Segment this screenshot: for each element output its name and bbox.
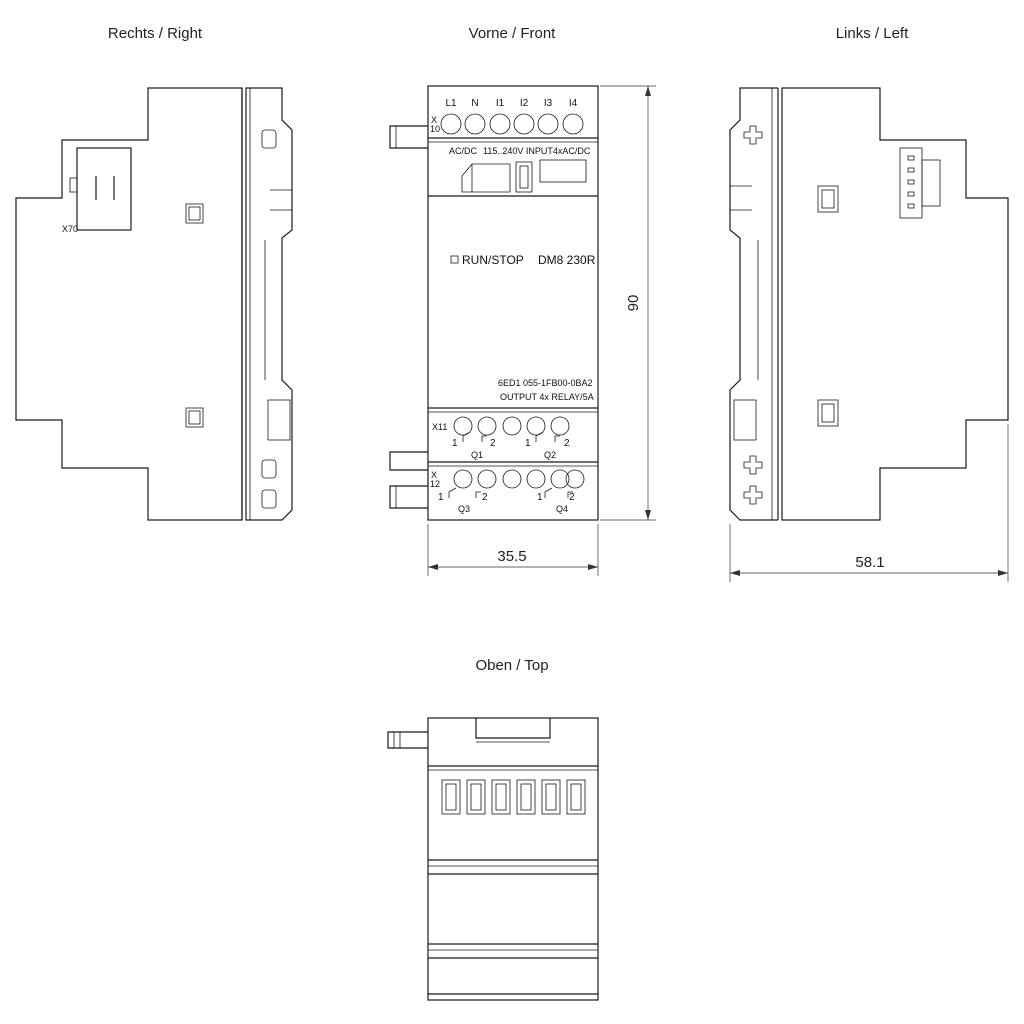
- x70-label: X70: [62, 224, 78, 234]
- terminal-label-I2: I2: [520, 98, 529, 109]
- relay-q1-label: Q1: [471, 450, 483, 460]
- x12-label-num: 12: [430, 479, 440, 489]
- run-stop-label: RUN/STOP: [462, 253, 524, 267]
- top-view: [387, 717, 599, 1001]
- relay-pin-1: 1: [525, 438, 531, 449]
- relay-q3-label: Q3: [458, 504, 470, 514]
- view-title-right: Rechts / Right: [108, 25, 203, 42]
- order-number: 6ED1 055-1FB00-0BA2: [498, 378, 593, 388]
- status-led-icon: [450, 255, 459, 264]
- terminal-label-L1: L1: [445, 98, 457, 109]
- terminal-screw: [537, 113, 559, 135]
- relay-pin-2: 2: [482, 492, 488, 503]
- view-title-front: Vorne / Front: [469, 25, 557, 42]
- terminal-screw: [477, 469, 497, 489]
- input-spec: 115..240V INPUT4xAC/DC: [483, 146, 591, 156]
- dimension-side-depth: 58.1: [729, 424, 1009, 582]
- terminal-label-I4: I4: [569, 98, 578, 109]
- terminal-screw: [502, 416, 522, 436]
- x12-label-x: X: [431, 470, 437, 480]
- dimension-side-depth-label: 58.1: [855, 554, 884, 571]
- dimension-height-label: 90: [625, 295, 642, 312]
- terminal-screw: [526, 416, 546, 436]
- terminal-label-N: N: [471, 98, 478, 109]
- terminal-label-I1: I1: [496, 98, 505, 109]
- x10-label-x: X: [431, 115, 437, 125]
- x11-label: X11: [432, 422, 447, 432]
- terminal-screw: [562, 113, 584, 135]
- left-side-view: [729, 87, 1009, 521]
- relay-pin-2: 2: [569, 492, 575, 503]
- terminal-screw: [565, 469, 585, 489]
- relay-q4-label: Q4: [556, 504, 568, 514]
- front-view: L1 N I1 I2 I3 I4 X 10 AC/DC 115..240V IN…: [389, 85, 599, 521]
- relay-pin-2: 2: [564, 438, 570, 449]
- terminal-screw: [464, 113, 486, 135]
- right-side-view: X70: [15, 87, 293, 521]
- dimension-height: 90: [600, 85, 656, 521]
- x10-label-num: 10: [430, 124, 440, 134]
- terminal-screw: [550, 469, 570, 489]
- dimension-front-width-label: 35.5: [497, 548, 526, 565]
- terminal-screw: [453, 416, 473, 436]
- relay-pin-1: 1: [438, 492, 444, 503]
- view-title-left: Links / Left: [836, 25, 909, 42]
- relay-q2-label: Q2: [544, 450, 556, 460]
- terminal-screw: [502, 469, 522, 489]
- dimension-front-width: 35.5: [427, 524, 599, 576]
- relay-pin-1: 1: [452, 438, 458, 449]
- terminal-screw: [440, 113, 462, 135]
- terminal-screw: [477, 416, 497, 436]
- output-spec: OUTPUT 4x RELAY/5A: [500, 392, 594, 402]
- model-label: DM8 230R: [538, 253, 596, 267]
- view-title-top: Oben / Top: [475, 657, 548, 674]
- terminal-screw: [526, 469, 546, 489]
- terminal-screw: [489, 113, 511, 135]
- relay-pin-2: 2: [490, 438, 496, 449]
- terminal-screw: [550, 416, 570, 436]
- terminal-label-I3: I3: [544, 98, 553, 109]
- terminal-screw: [513, 113, 535, 135]
- supply-label: AC/DC: [449, 146, 478, 156]
- relay-pin-1: 1: [537, 492, 543, 503]
- terminal-screw: [453, 469, 473, 489]
